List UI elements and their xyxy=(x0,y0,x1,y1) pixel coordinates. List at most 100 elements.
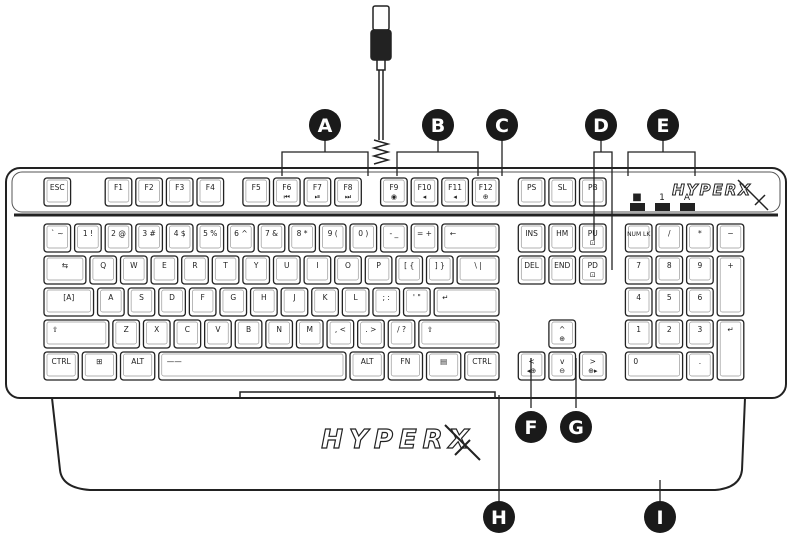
key-alt-r5c4[interactable]: ALT xyxy=(349,351,385,381)
key-sym16-r4c16[interactable]: ↵ xyxy=(716,319,745,381)
key-8-r2c18[interactable]: 8 xyxy=(655,255,684,285)
key-f-r3c4[interactable]: F xyxy=(188,287,217,317)
key-1-r4c13[interactable]: 1 xyxy=(624,319,653,349)
key-sym11-r1c11[interactable]: - _ xyxy=(379,223,408,253)
key-8-r1c8[interactable]: 8 * xyxy=(288,223,317,253)
key-pd-r2c16[interactable]: PD⊡ xyxy=(578,255,607,285)
key-q-r2c1[interactable]: Q xyxy=(89,255,118,285)
key-ps-r0c13[interactable]: PS xyxy=(517,177,546,207)
key-5-r3c14[interactable]: 5 xyxy=(655,287,684,317)
key-sl-r0c14[interactable]: SL xyxy=(548,177,577,207)
key-sym9-r4c9[interactable]: . > xyxy=(356,319,385,349)
key-0-r5c11[interactable]: 0 xyxy=(624,351,684,381)
key-sym18-r1c18[interactable]: / xyxy=(655,223,684,253)
key-c-r4c3[interactable]: C xyxy=(173,319,202,349)
key-3-r4c15[interactable]: 3 xyxy=(685,319,714,349)
key-hm-r1c15[interactable]: HM xyxy=(548,223,577,253)
key-w-r2c2[interactable]: W xyxy=(119,255,148,285)
key-del-r2c14[interactable]: DEL xyxy=(517,255,546,285)
key-z-r4c1[interactable]: Z xyxy=(112,319,141,349)
key-pu-r1c16[interactable]: PU⊡ xyxy=(578,223,607,253)
key-d-r3c3[interactable]: D xyxy=(158,287,187,317)
key-sym12-r1c12[interactable]: = + xyxy=(410,223,439,253)
key-1-r1c1[interactable]: 1 ! xyxy=(73,223,102,253)
key-end-r2c15[interactable]: END xyxy=(548,255,577,285)
key-sym3-r5c3[interactable]: —— xyxy=(158,351,347,381)
key-sym0-r1c0[interactable]: ` ~ xyxy=(43,223,72,253)
key-sym12-r4c12[interactable]: ^⊕ xyxy=(548,319,577,349)
key-a-r3c1[interactable]: A xyxy=(96,287,125,317)
key-sym12-r5c12[interactable]: . xyxy=(685,351,714,381)
key-sym1-r5c1[interactable]: ⊞ xyxy=(81,351,118,381)
key-o-r2c9[interactable]: O xyxy=(334,255,362,285)
key-a-r3c0[interactable]: [A] xyxy=(43,287,95,317)
key-sym20-r1c20[interactable]: − xyxy=(716,223,745,253)
key-sym19-r1c19[interactable]: * xyxy=(685,223,714,253)
key-e-r2c3[interactable]: E xyxy=(150,255,179,285)
key-sym20-r2c20[interactable]: + xyxy=(716,255,745,317)
key-j-r3c7[interactable]: J xyxy=(280,287,309,317)
key-sym11-r2c11[interactable]: [ { xyxy=(395,255,424,285)
key-sym12-r2c12[interactable]: ] } xyxy=(425,255,454,285)
key-sym10-r5c10[interactable]: >⊕▸ xyxy=(578,351,607,381)
key-sym13-r1c13[interactable]: ← xyxy=(441,223,500,253)
key-3-r1c3[interactable]: 3 # xyxy=(135,223,164,253)
key-2-r4c14[interactable]: 2 xyxy=(655,319,684,349)
key-ctrl-r5c7[interactable]: CTRL xyxy=(464,351,500,381)
key-v-r5c9[interactable]: v⊖ xyxy=(548,351,577,381)
key-u-r2c7[interactable]: U xyxy=(272,255,301,285)
key-4-r3c13[interactable]: 4 xyxy=(624,287,653,317)
key-f9-r0c9[interactable]: F9◉ xyxy=(379,177,408,207)
key-f8-r0c8[interactable]: F8⏭ xyxy=(334,177,362,207)
key-sym0-r2c0[interactable]: ⇆ xyxy=(43,255,87,285)
key-r-r2c4[interactable]: R xyxy=(181,255,209,285)
key-l-r3c9[interactable]: L xyxy=(341,287,370,317)
key-i-r2c8[interactable]: I xyxy=(303,255,332,285)
key-6-r3c15[interactable]: 6 xyxy=(685,287,714,317)
key-6-r1c6[interactable]: 6 ^ xyxy=(226,223,255,253)
key-f10-r0c10[interactable]: F10◂ xyxy=(410,177,439,207)
key-sym8-r4c8[interactable]: , < xyxy=(326,319,355,349)
key-g-r3c5[interactable]: G xyxy=(219,287,248,317)
key-sym11-r3c11[interactable]: ' " xyxy=(402,287,431,317)
key-v-r4c4[interactable]: V xyxy=(203,319,232,349)
key-n-r4c6[interactable]: N xyxy=(265,319,294,349)
key-9-r1c9[interactable]: 9 ( xyxy=(318,223,347,253)
key-x-r4c2[interactable]: X xyxy=(142,319,171,349)
key-7-r2c17[interactable]: 7 xyxy=(624,255,653,285)
key-h-r3c6[interactable]: H xyxy=(249,287,278,317)
key-b-r4c5[interactable]: B xyxy=(234,319,263,349)
key-f3-r0c3[interactable]: F3 xyxy=(165,177,194,207)
key-p-r2c10[interactable]: P xyxy=(364,255,393,285)
key-ctrl-r5c0[interactable]: CTRL xyxy=(43,351,79,381)
key-pb-r0c15[interactable]: PB xyxy=(578,177,607,207)
key-5-r1c5[interactable]: 5 % xyxy=(196,223,225,253)
key-f12-r0c12[interactable]: F12⊕ xyxy=(471,177,500,207)
key-t-r2c5[interactable]: T xyxy=(211,255,240,285)
key-k-r3c8[interactable]: K xyxy=(311,287,340,317)
key-f11-r0c11[interactable]: F11◂ xyxy=(441,177,470,207)
key-y-r2c6[interactable]: Y xyxy=(242,255,271,285)
key-9-r2c19[interactable]: 9 xyxy=(685,255,714,285)
key-f4-r0c4[interactable]: F4 xyxy=(196,177,225,207)
key-f2-r0c2[interactable]: F2 xyxy=(135,177,164,207)
key-ins-r1c14[interactable]: INS xyxy=(517,223,546,253)
key-f5-r0c5[interactable]: F5 xyxy=(242,177,271,207)
key-2-r1c2[interactable]: 2 @ xyxy=(104,223,133,253)
key-f1-r0c1[interactable]: F1 xyxy=(104,177,133,207)
key-4-r1c4[interactable]: 4 $ xyxy=(165,223,194,253)
key-esc-r0c0[interactable]: ESC xyxy=(43,177,72,207)
key-sym13-r2c13[interactable]: \ | xyxy=(456,255,500,285)
key-sym10-r3c10[interactable]: ; : xyxy=(372,287,401,317)
key-alt-r5c2[interactable]: ALT xyxy=(119,351,156,381)
key-0-r1c10[interactable]: 0 ) xyxy=(349,223,378,253)
key-fn-r5c5[interactable]: FN xyxy=(387,351,424,381)
key-m-r4c7[interactable]: M xyxy=(295,319,324,349)
key-7-r1c7[interactable]: 7 & xyxy=(257,223,286,253)
key-sym0-r4c0[interactable]: ⇧ xyxy=(43,319,110,349)
key-sym12-r3c12[interactable]: ↵ xyxy=(433,287,500,317)
key-sym11-r4c11[interactable]: ⇧ xyxy=(418,319,500,349)
key-sym10-r4c10[interactable]: / ? xyxy=(387,319,416,349)
key-f6-r0c6[interactable]: F6⏮ xyxy=(272,177,301,207)
key-sym6-r5c6[interactable]: ▤ xyxy=(425,351,462,381)
